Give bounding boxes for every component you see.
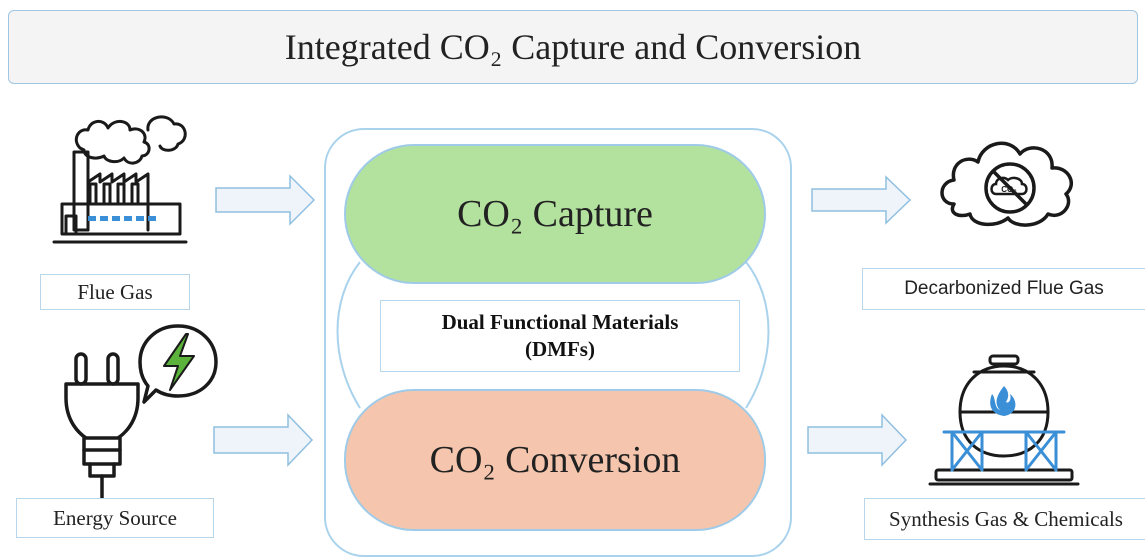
dmf-box: Dual Functional Materials (DMFs) <box>380 300 740 372</box>
decarbonized-flue-gas-label: Decarbonized Flue Gas <box>862 268 1145 310</box>
gas-tank-icon <box>928 354 1080 486</box>
plug-icon <box>64 352 140 500</box>
flue-gas-label: Flue Gas <box>40 274 190 310</box>
dmf-line-1: Dual Functional Materials <box>441 309 679 334</box>
arrow-decarb-out <box>811 175 912 225</box>
co2-conversion-pill: CO₂ Conversion <box>344 389 766 531</box>
cloud-no-co2-icon: CO₂ <box>940 141 1073 227</box>
diagram-title: Integrated CO₂ Capture and Conversion <box>8 10 1138 84</box>
energy-source-label: Energy Source <box>16 498 214 538</box>
arrow-synth-out <box>807 413 908 467</box>
factory-icon <box>52 115 188 244</box>
dmf-line-2: (DMFs) <box>525 337 595 361</box>
arrow-energy-in <box>213 413 314 467</box>
arrow-flue-in <box>215 174 316 226</box>
lightning-speech-icon <box>138 324 218 404</box>
co2-capture-pill: CO₂ Capture <box>344 144 766 284</box>
synthesis-gas-label: Synthesis Gas & Chemicals <box>864 498 1145 540</box>
